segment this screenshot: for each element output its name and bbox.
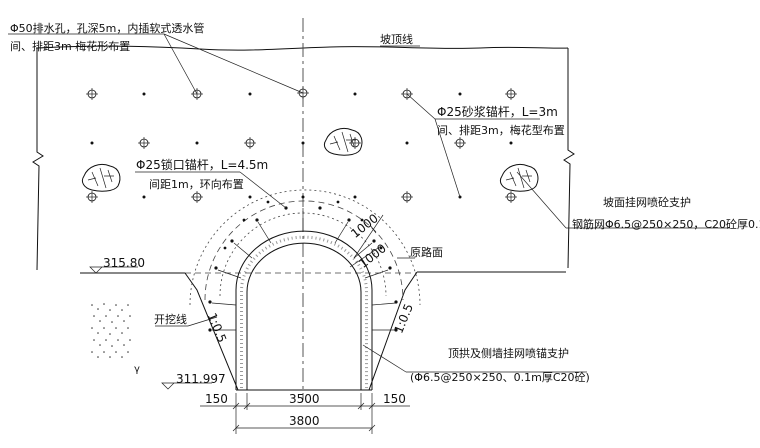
rock-symbol-left: [81, 163, 121, 192]
elevation-top: 315.80: [103, 256, 145, 270]
mortar-bolt-dots: [90, 92, 513, 199]
rock-symbol-right: [499, 163, 539, 192]
excavation-slope-left: [184, 272, 239, 391]
elevation-marker-bottom: [161, 382, 212, 390]
dim-150-right: 150: [383, 392, 406, 406]
lock-bolt-note-line2: 间距1m，环向布置: [149, 177, 244, 191]
lock-bolt-note-line1: Φ25锁口锚杆，L=4.5m: [136, 157, 268, 172]
bolt-arc-middle: [204, 200, 404, 301]
arch-support-spec: (Φ6.5@250×250、0.1m厚C20砼): [410, 371, 590, 384]
dim-150-left: 150: [205, 392, 228, 406]
bottom-dimensions: [200, 393, 410, 434]
tunnel-lining-outer: [235, 230, 373, 390]
dim-3500: 3500: [289, 392, 320, 406]
leader-lines: [8, 33, 730, 373]
slope-top-line: [35, 45, 569, 51]
slope-ratio-right: 1:0.5: [391, 302, 416, 336]
slope-support-spec: 钢筋网Φ6.5@250×250，C20砼厚0.1m: [572, 217, 760, 231]
slope-support-title: 坡面挂网喷砼支护: [603, 195, 691, 209]
drain-hole-note-line2: 间、排距3m 梅花形布置: [10, 39, 130, 53]
tunnel-lining-inner: [246, 242, 362, 390]
mortar-bolt-note-line2: 间、排距3m，梅花型布置: [437, 123, 565, 137]
arch-support-title: 顶拱及侧墙挂网喷锚支护: [448, 346, 569, 360]
arc-bolt-dots: [208, 200, 398, 332]
original-road-label: 原路面: [410, 246, 443, 259]
excavation-line-label: 开挖线: [154, 312, 187, 326]
radial-dim-1000-inner: 1000: [356, 241, 389, 271]
drain-hole-note-line1: Φ50排水孔，孔深5m，内插软式透水管: [10, 21, 204, 35]
radial-dim-1000-outer: 1000: [348, 211, 381, 241]
dim-3800: 3800: [289, 414, 320, 428]
radial-dimension-lines: [349, 214, 384, 268]
bolt-arc-outer: [189, 189, 421, 306]
slope-top-label: 坡顶线: [380, 32, 413, 46]
right-boundary: [563, 48, 575, 269]
soil-symbol: γ: [134, 364, 140, 375]
tunnel-lining-fill: [240, 235, 368, 388]
mortar-bolt-note-line1: Φ25砂浆锚杆，L=3m: [437, 104, 558, 119]
slope-ratio-left: 1:0.5: [205, 311, 230, 345]
elevation-marker-top: [89, 266, 138, 274]
rock-symbol-middle: [323, 127, 363, 156]
elevation-bottom: 311.997: [176, 372, 226, 386]
left-boundary: [32, 48, 44, 271]
lock-bolt-radials: [211, 208, 397, 331]
drain-holes: [86, 87, 517, 203]
soil-hatch: [91, 303, 131, 358]
